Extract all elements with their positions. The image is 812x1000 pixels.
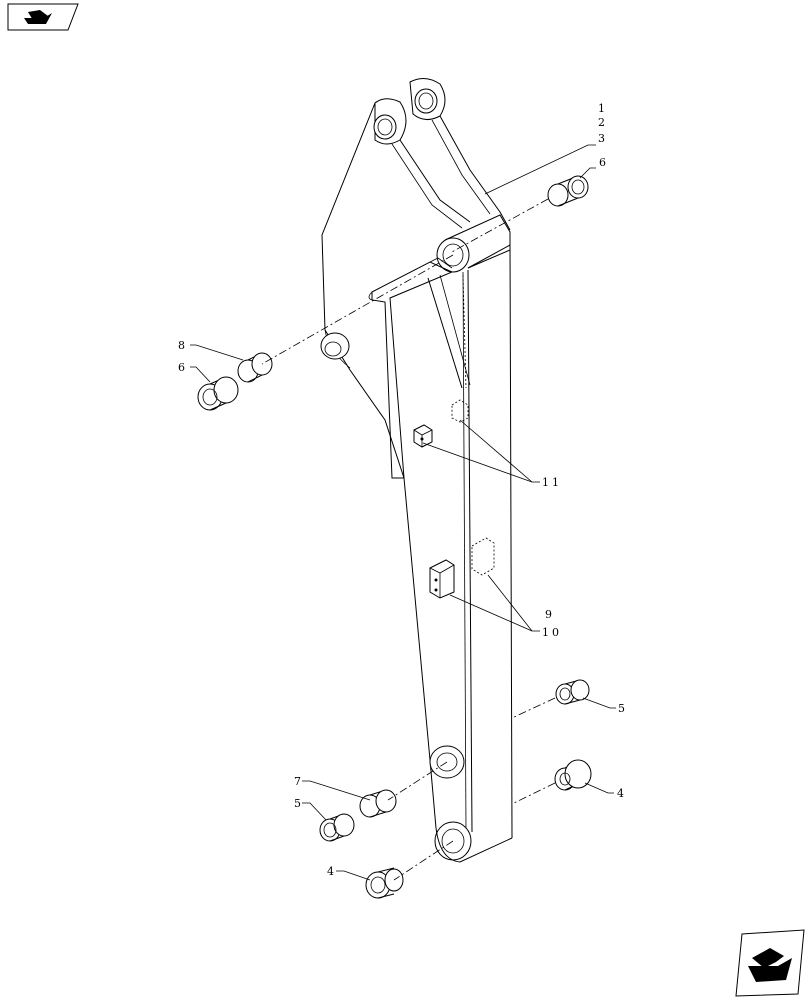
callout-6-upper: 6 (599, 156, 606, 169)
flange-4-left (365, 867, 404, 899)
callout-5-right: 5 (618, 702, 625, 715)
pin-8 (237, 352, 273, 383)
callout-4-right: 4 (617, 787, 624, 800)
callout-7: 7 (294, 775, 301, 788)
callout-4-left: 4 (327, 865, 334, 878)
nav-badge-top-left[interactable] (7, 3, 79, 31)
arm-structure (320, 78, 513, 863)
callout-labels: 1 2 3 6 8 6 11 9 10 5 4 7 5 4 (178, 102, 625, 878)
pin-7 (359, 789, 397, 818)
nav-badge-bottom-right[interactable] (735, 929, 805, 997)
callout-2: 2 (598, 116, 605, 129)
mounting-block-9-10 (429, 559, 455, 599)
callout-6-left: 6 (178, 361, 185, 374)
callout-5-left: 5 (294, 797, 301, 810)
bushing-5-left (319, 813, 355, 842)
leader-lines (190, 144, 616, 881)
centerlines (261, 198, 556, 881)
mounting-block-11 (413, 424, 433, 448)
callout-3: 3 (598, 132, 605, 145)
navigation-arrow-icon (748, 948, 792, 982)
callout-9: 9 (545, 608, 552, 621)
navigation-arrow-icon (24, 10, 52, 24)
callout-10: 10 (542, 626, 562, 639)
bushing-6-upper-right (547, 175, 589, 207)
bushing-5-right (555, 679, 590, 705)
bushing-6-left (197, 376, 239, 411)
callout-1: 1 (598, 102, 605, 115)
flange-4-right (554, 759, 592, 791)
callout-8: 8 (178, 339, 185, 352)
callout-11: 11 (542, 476, 562, 489)
